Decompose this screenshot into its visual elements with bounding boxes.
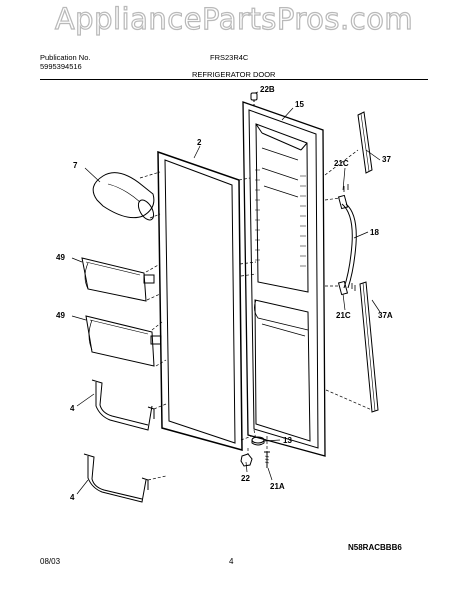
handle-screws-lower bbox=[337, 280, 356, 296]
diagram-code: N58RACBBB6 bbox=[348, 543, 402, 552]
door-rack-upper bbox=[91, 379, 155, 431]
section-title: REFRIGERATOR DOOR bbox=[192, 70, 276, 79]
header-rule bbox=[40, 79, 428, 80]
door-bin-lower bbox=[85, 315, 162, 367]
callout-21A: 21A bbox=[270, 482, 285, 491]
callout-4-lower: 4 bbox=[70, 493, 75, 502]
callout-13: 13 bbox=[283, 436, 292, 445]
callout-21C-bottom: 21C bbox=[336, 311, 351, 320]
callout-7: 7 bbox=[73, 161, 78, 170]
callout-18: 18 bbox=[370, 228, 379, 237]
part-21A bbox=[264, 451, 270, 468]
model-number: FRS23R4C bbox=[210, 53, 249, 62]
callout-22: 22 bbox=[241, 474, 250, 483]
callout-37: 37 bbox=[382, 155, 391, 164]
publication-number: 5995394516 bbox=[40, 62, 82, 71]
footer-date: 08/03 bbox=[40, 557, 61, 566]
callout-15: 15 bbox=[295, 100, 304, 109]
door-gasket bbox=[157, 150, 243, 451]
handle-screws-upper bbox=[337, 184, 349, 210]
door-panel bbox=[242, 101, 326, 457]
dairy-cover bbox=[92, 172, 155, 221]
callout-22B: 22B bbox=[260, 85, 275, 94]
door-rack-lower bbox=[83, 453, 149, 503]
door-handle bbox=[341, 203, 357, 289]
callout-49-lower: 49 bbox=[56, 311, 65, 320]
page-number: 4 bbox=[229, 557, 234, 566]
publication-label: Publication No. bbox=[40, 53, 91, 62]
trim-37 bbox=[357, 111, 373, 174]
trim-37A bbox=[359, 281, 379, 413]
door-bin-upper bbox=[81, 257, 155, 302]
callout-4-upper: 4 bbox=[70, 404, 75, 413]
callout-37A: 37A bbox=[378, 311, 393, 320]
callout-2: 2 bbox=[197, 138, 202, 147]
part-13 bbox=[251, 436, 265, 446]
callout-49-upper: 49 bbox=[56, 253, 65, 262]
watermark: AppliancePartsPros.com bbox=[54, 1, 414, 36]
callout-21C-top: 21C bbox=[334, 159, 349, 168]
part-22B bbox=[250, 92, 258, 106]
